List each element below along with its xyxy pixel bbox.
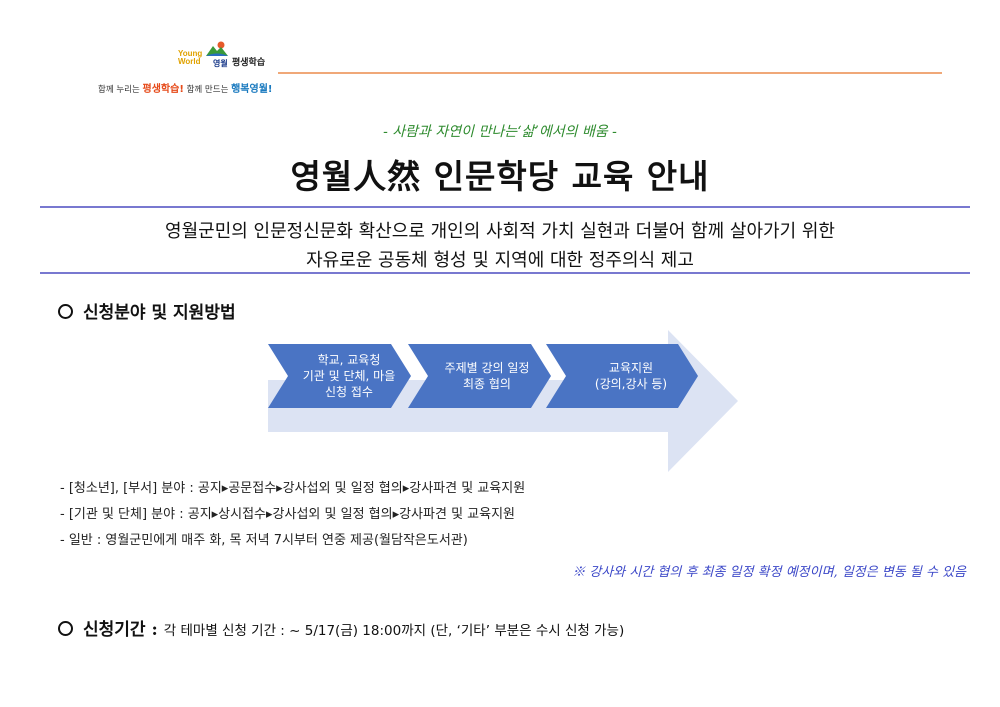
logo-lifelong-text: 평생학습 [232, 58, 266, 68]
list-item: - 일반 : 영월군민에게 매주 화, 목 저녁 7시부터 연중 제공(월담작은… [60, 533, 468, 548]
flow-step-1-line3: 신청 접수 [325, 385, 373, 399]
flow-step-1-line2: 기관 및 단체, 마을 [302, 369, 396, 383]
subtitle: - 사람과 자연이 만나는‘삶’에서의 배움 - [383, 124, 617, 140]
flow-step-3-line1: 교육지원 [608, 361, 654, 375]
circle-bullet-icon [58, 621, 73, 636]
purpose-line2: 자유로운 공동체 형성 및 지역에 대한 정주의식 제고 [306, 250, 694, 271]
list-item: - [청소년], [부서] 분야 : 공지▸공문접수▸강사섭외 및 일정 협의▸… [60, 481, 526, 496]
page-title: 영월人然 인문학당 교육 안내 [290, 157, 710, 196]
slogan: 함께 누리는 평생학습! 함께 만드는 행복영월! [98, 80, 272, 95]
flow-step-arrow-2 [408, 344, 551, 408]
flow-step-arrow-1 [268, 344, 411, 408]
list-item: - [기관 및 단체] 분야 : 공지▸상시접수▸강사섭외 및 일정 협의▸강사… [60, 507, 516, 522]
section-apply-period-heading: 신청기간 : 각 테마별 신청 기간 : ~ 5/17(금) 18:00까지 (단… [58, 615, 624, 640]
flow-step-2-line1: 주제별 강의 일정 [444, 361, 530, 375]
header-divider [278, 72, 942, 74]
flow-step-3-line2: (강의,강사 등) [594, 377, 668, 391]
slogan-part2: 함께 만드는 [183, 85, 232, 95]
logo-world-line1: Young [178, 49, 203, 58]
schedule-note: ※ 강사와 시간 협의 후 최종 일정 확정 예정이며, 일정은 변동 될 수 … [572, 565, 966, 580]
yeongwol-logo: Young World 영월 평생학습 [178, 38, 278, 74]
flow-arrows [268, 330, 738, 472]
logo-world-text: Young World [178, 50, 202, 66]
purpose-top-rule [40, 206, 970, 208]
logo-world-line2: World [178, 57, 201, 66]
purpose-line1: 영월군민의 인문정신문화 확산으로 개인의 사회적 가치 실현과 더불어 함께 … [165, 221, 835, 242]
slogan-highlight1: 평생학습! [142, 84, 184, 95]
section-apply-field-heading: 신청분야 및 지원방법 [58, 298, 236, 323]
apply-field-list: - [청소년], [부서] 분야 : 공지▸공문접수▸강사섭외 및 일정 협의▸… [60, 480, 525, 558]
flow-step-2-line2: 최종 협의 [463, 377, 511, 391]
slogan-highlight2: 행복영월! [231, 84, 273, 95]
purpose-bottom-rule [40, 272, 970, 274]
circle-bullet-icon [58, 304, 73, 319]
slogan-part1: 함께 누리는 [98, 85, 143, 95]
flow-step-1-label: 학교, 교육청 기관 및 단체, 마을 신청 접수 [290, 330, 408, 422]
flow-step-arrow-3 [546, 344, 698, 408]
flow-step-3-label: 교육지원 (강의,강사 등) [568, 330, 694, 422]
flow-step-1-line1: 학교, 교육청 [317, 353, 381, 367]
mountain-logo-icon [206, 41, 228, 56]
section2-heading-text: 신청기간 : [83, 620, 158, 640]
apply-period-text: 각 테마별 신청 기간 : ~ 5/17(금) 18:00까지 (단, ‘기타’… [163, 623, 625, 639]
logo-yeongwol-text: 영월 [213, 59, 228, 68]
flow-step-2-label: 주제별 강의 일정 최종 협의 [428, 330, 546, 422]
section1-heading-text: 신청분야 및 지원방법 [83, 303, 236, 323]
process-flow: 학교, 교육청 기관 및 단체, 마을 신청 접수 주제별 강의 일정 최종 협… [268, 330, 738, 472]
